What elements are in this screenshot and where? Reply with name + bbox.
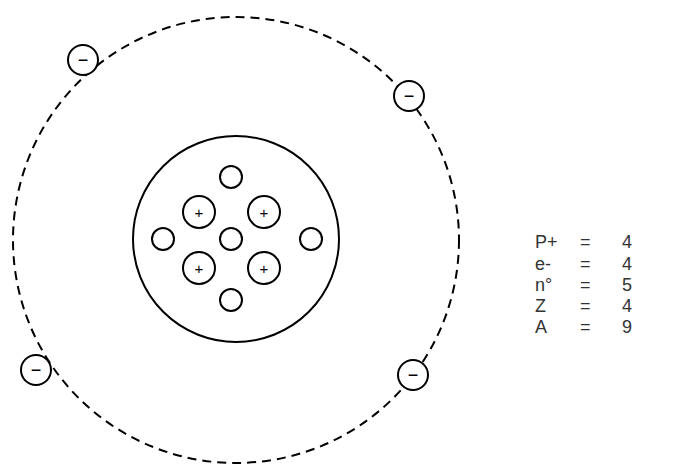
- proton-sign: +: [247, 195, 281, 229]
- neutron: [220, 289, 242, 311]
- proton: +: [182, 251, 216, 285]
- neutron: [220, 228, 242, 250]
- nucleus: [133, 136, 339, 342]
- equals-sign: =: [580, 233, 591, 251]
- quantity-value: 4: [622, 297, 632, 315]
- electron: −: [397, 359, 429, 391]
- quantity-symbol: n°: [535, 276, 552, 294]
- proton: +: [247, 251, 281, 285]
- neutron: [300, 228, 322, 250]
- quantity-value: 4: [622, 255, 632, 273]
- equals-sign: =: [580, 297, 591, 315]
- quantity-value: 9: [622, 318, 632, 336]
- electron: −: [393, 80, 425, 112]
- quantity-value: 4: [622, 233, 632, 251]
- electron: −: [67, 44, 99, 76]
- equals-sign: =: [580, 276, 591, 294]
- neutron: [220, 166, 242, 188]
- electron-sign: −: [20, 354, 52, 386]
- quantity-value: 5: [622, 276, 632, 294]
- proton-sign: +: [247, 251, 281, 285]
- quantity-symbol: e-: [535, 255, 551, 273]
- proton: +: [182, 195, 216, 229]
- electron-sign: −: [67, 44, 99, 76]
- proton-sign: +: [182, 251, 216, 285]
- neutron: [152, 228, 174, 250]
- quantity-symbol: A: [535, 318, 547, 336]
- quantity-symbol: Z: [535, 297, 546, 315]
- equals-sign: =: [580, 318, 591, 336]
- electron-sign: −: [397, 359, 429, 391]
- proton-sign: +: [182, 195, 216, 229]
- quantity-symbol: P+: [535, 233, 558, 251]
- electron-sign: −: [393, 80, 425, 112]
- electron-orbit: [13, 17, 459, 463]
- equals-sign: =: [580, 255, 591, 273]
- proton: +: [247, 195, 281, 229]
- electron: −: [20, 354, 52, 386]
